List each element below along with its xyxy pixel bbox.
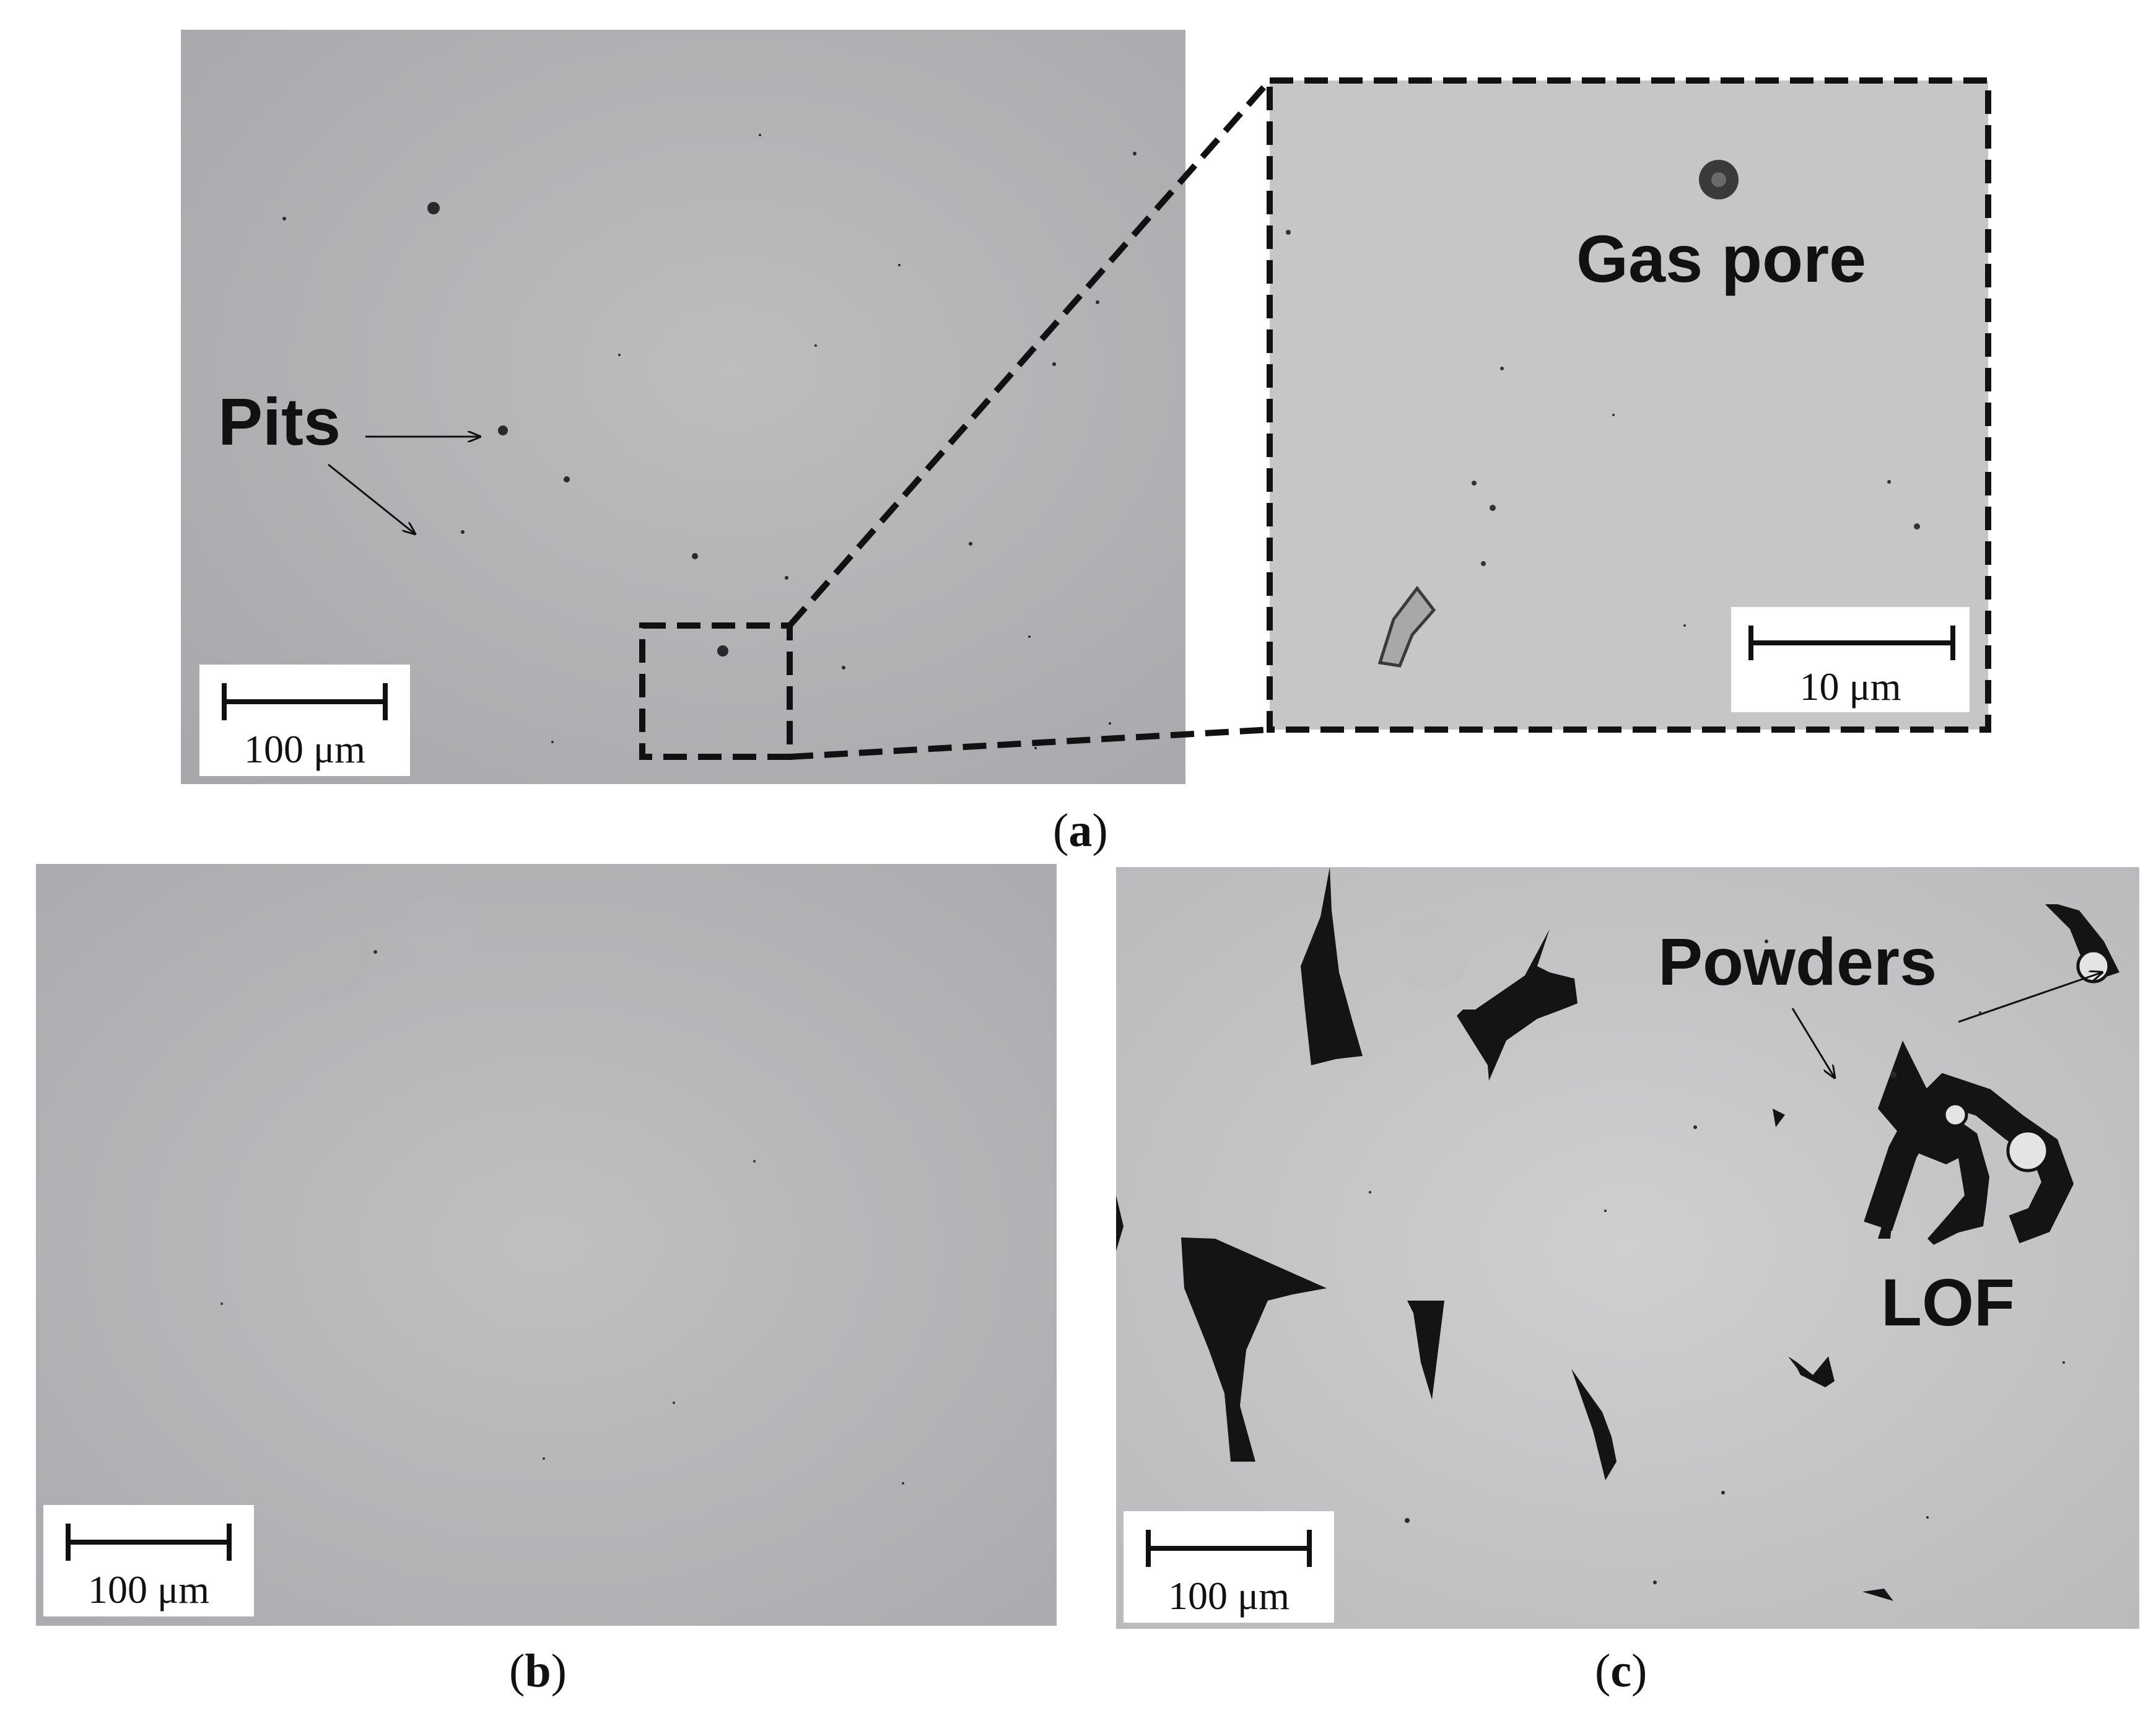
scale-bar-line — [1748, 640, 1955, 645]
scale-bar-line — [66, 1540, 232, 1545]
panel-b-background — [36, 864, 1057, 1626]
panel-c-micrograph: Powders LOF 100 μm — [1116, 867, 2139, 1629]
powder-particles — [1942, 949, 2111, 1172]
caption-c: (c) — [1595, 1645, 1648, 1697]
scale-bar-label: 100 μm — [87, 1568, 210, 1612]
inset-scale-bar: 10 μm — [1731, 607, 1970, 712]
panel-c-background — [1116, 867, 2139, 1629]
scale-bar-label: 100 μm — [1167, 1574, 1290, 1618]
scale-bar-right-tick — [1950, 626, 1955, 660]
gas-pore-label: Gas pore — [1576, 221, 1867, 296]
scale-bar-line — [1146, 1546, 1312, 1551]
caption-b-letter: b — [525, 1645, 551, 1697]
panel-a-scale-bar: 100 μm — [199, 665, 410, 776]
panel-a-micrograph: Pits 100 μm — [181, 30, 1185, 784]
panel-c-scale-bar: 100 μm — [1124, 1511, 1334, 1623]
scale-bar-label: 100 μm — [243, 727, 366, 771]
scale-bar-right-tick — [1307, 1530, 1312, 1567]
powders-arrow-2 — [1791, 1008, 1835, 1078]
scale-bar-label: 10 μm — [1799, 665, 1901, 709]
lof-label: LOF — [1881, 1265, 2015, 1340]
lof-loop — [1864, 1073, 2074, 1244]
pits-label: Pits — [218, 384, 341, 459]
caption-a-letter: a — [1068, 805, 1093, 857]
scale-bar-right-tick — [383, 683, 388, 720]
scale-bar-line — [222, 699, 388, 704]
powders-label: Powders — [1658, 924, 1937, 999]
panel-b-scale-bar: 100 μm — [43, 1505, 254, 1616]
powders-arrow-1 — [1958, 972, 2102, 1023]
panel-b-micrograph: 100 μm — [36, 864, 1057, 1626]
caption-c-letter: c — [1610, 1645, 1632, 1697]
scale-bar-right-tick — [227, 1524, 232, 1561]
caption-b: (b) — [509, 1645, 567, 1697]
lof-defects — [1116, 867, 2119, 1601]
panel-a-inset: Gas pore 10 μm — [1270, 81, 1988, 730]
caption-a: (a) — [1053, 805, 1108, 857]
